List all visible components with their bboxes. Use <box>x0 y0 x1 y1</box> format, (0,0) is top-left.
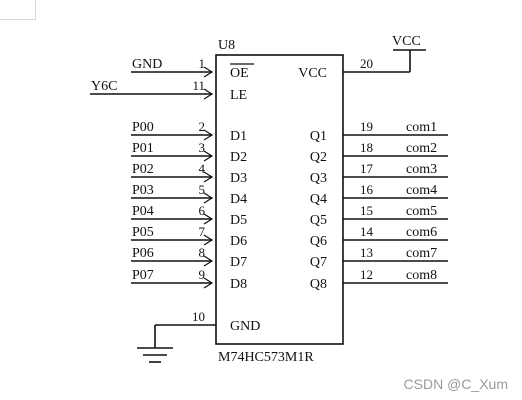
pin-name-q1: Q1 <box>310 129 327 144</box>
net-label-com3: com3 <box>406 162 437 177</box>
pin-arrow-3 <box>203 150 214 162</box>
net-label-com6: com6 <box>406 225 437 240</box>
net-label-com7: com7 <box>406 246 437 261</box>
pin-number-19: 19 <box>360 119 373 134</box>
chip-body <box>215 54 344 345</box>
pin-arrow-1 <box>203 66 214 78</box>
pin-arrow-4 <box>203 171 214 183</box>
pin-name-d2: D2 <box>230 150 247 165</box>
chip-ref: U8 <box>218 38 235 53</box>
pin-arrow-6 <box>203 213 214 225</box>
net-label-y6c: Y6C <box>91 79 117 94</box>
pin-name-d1: D1 <box>230 129 247 144</box>
pin-name-q8: Q8 <box>310 277 327 292</box>
pin-number-3: 3 <box>199 140 206 155</box>
pin-arrow-8 <box>203 255 214 267</box>
pin-number-7: 7 <box>199 224 206 239</box>
pin-name-gnd: GND <box>230 319 260 334</box>
pin-name-vcc: VCC <box>298 66 327 81</box>
pin-name-d3: D3 <box>230 171 247 186</box>
watermark: CSDN @C_Xum <box>403 376 508 392</box>
pin-arrow-9 <box>203 277 214 289</box>
pin-name-oe: OE <box>230 66 249 81</box>
pin-number-1: 1 <box>199 56 206 71</box>
pin-number-8: 8 <box>199 245 206 260</box>
net-label-p00: P00 <box>132 120 154 135</box>
pin-name-le: LE <box>230 88 247 103</box>
pin-number-18: 18 <box>360 140 373 155</box>
pin-arrow-7 <box>203 234 214 246</box>
chip-part-number: M74HC573M1R <box>218 350 314 365</box>
net-label-p04: P04 <box>132 204 154 219</box>
pin-name-d5: D5 <box>230 213 247 228</box>
pin-number-9: 9 <box>199 267 206 282</box>
net-label-com4: com4 <box>406 183 437 198</box>
pin-name-q4: Q4 <box>310 192 327 207</box>
net-label-p07: P07 <box>132 268 154 283</box>
pin-number-13: 13 <box>360 245 373 260</box>
pin-name-q2: Q2 <box>310 150 327 165</box>
pin-number-12: 12 <box>360 267 373 282</box>
pin-name-d4: D4 <box>230 192 247 207</box>
pin-arrow-11 <box>203 88 214 100</box>
net-label-p01: P01 <box>132 141 154 156</box>
pin-number-4: 4 <box>199 161 206 176</box>
net-label-com1: com1 <box>406 120 437 135</box>
pin-number-6: 6 <box>199 203 206 218</box>
net-label-p03: P03 <box>132 183 154 198</box>
pin-arrow-5 <box>203 192 214 204</box>
pin-number-15: 15 <box>360 203 373 218</box>
pin-number-5: 5 <box>199 182 206 197</box>
net-label-p05: P05 <box>132 225 154 240</box>
pin-number-16: 16 <box>360 182 374 197</box>
pin-name-d7: D7 <box>230 255 247 270</box>
pin-number-14: 14 <box>360 224 374 239</box>
pin-number-20: 20 <box>360 56 373 71</box>
net-label-p06: P06 <box>132 246 154 261</box>
corner-frame <box>0 0 36 20</box>
net-label-gnd: GND <box>132 57 162 72</box>
pin-name-d8: D8 <box>230 277 247 292</box>
pin-name-d6: D6 <box>230 234 247 249</box>
pin-number-11: 11 <box>192 78 205 93</box>
pin-number-2: 2 <box>199 119 206 134</box>
net-label-com2: com2 <box>406 141 437 156</box>
pin-arrow-2 <box>203 129 214 141</box>
pin-name-q3: Q3 <box>310 171 327 186</box>
pin-name-q6: Q6 <box>310 234 327 249</box>
net-label-p02: P02 <box>132 162 154 177</box>
pin-name-q7: Q7 <box>310 255 327 270</box>
pin-number-17: 17 <box>360 161 374 176</box>
net-label-com5: com5 <box>406 204 437 219</box>
net-label-com8: com8 <box>406 268 437 283</box>
pin-number-10: 10 <box>192 309 205 324</box>
net-label-vcc: VCC <box>392 34 421 49</box>
pin-name-q5: Q5 <box>310 213 327 228</box>
